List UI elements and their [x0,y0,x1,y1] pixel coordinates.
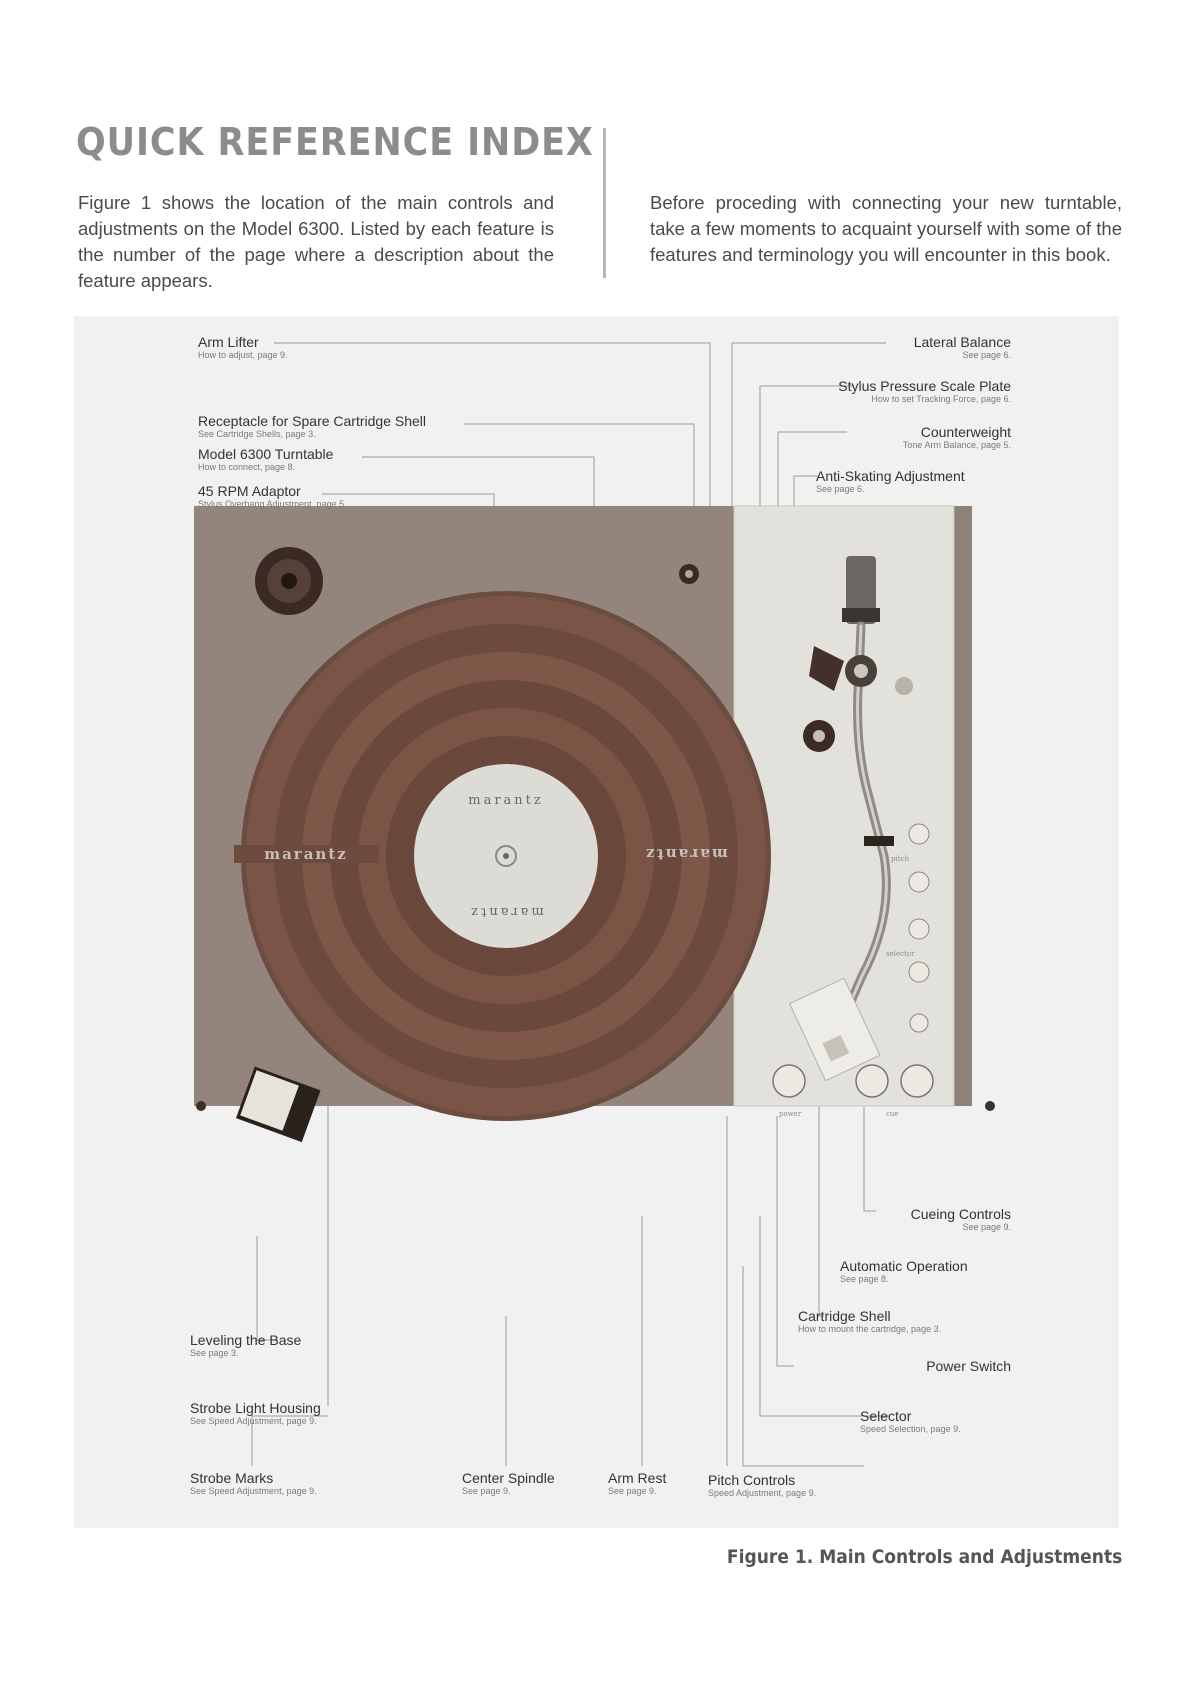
callout-anti-skating: Anti-Skating Adjustment See page 6. [816,468,965,495]
callout-strobe-light-housing: Strobe Light Housing See Speed Adjustmen… [190,1400,321,1427]
callout-lateral-balance: Lateral Balance See page 6. [914,334,1011,361]
callout-automatic-operation: Automatic Operation See page 8. [840,1258,968,1285]
intro-right-paragraph: Before proceding with connecting your ne… [650,190,1122,268]
callout-counterweight: Counterweight Tone Arm Balance, page 5. [903,424,1011,451]
label-brand-top: marantz [468,793,544,808]
label-brand-bottom: marantz [468,904,544,919]
callout-pitch-controls: Pitch Controls Speed Adjustment, page 9. [708,1472,816,1499]
leveling-screw [196,1101,206,1111]
brand-left: marantz [264,845,348,863]
callout-leveling-base: Leveling the Base See page 3. [190,1332,301,1359]
column-divider [603,128,606,278]
cue-panel-label: cue [886,1110,899,1118]
lateral-balance [895,677,913,695]
brand-right: marantz [644,845,728,863]
callout-receptacle: Receptacle for Spare Cartridge Shell See… [198,413,426,440]
cueing-control-right [901,1065,933,1097]
power-switch [773,1065,805,1097]
cueing-control-left [856,1065,888,1097]
page-title: QUICK REFERENCE INDEX [76,120,594,164]
callout-stylus-pressure: Stylus Pressure Scale Plate How to set T… [838,378,1011,405]
callout-cueing-controls: Cueing Controls See page 9. [911,1206,1011,1233]
callout-power-switch: Power Switch [926,1358,1011,1374]
figure-caption: Figure 1. Main Controls and Adjustments [727,1546,1122,1568]
selector-panel-label: selector [886,950,915,958]
callout-strobe-marks: Strobe Marks See Speed Adjustment, page … [190,1470,317,1497]
figure-panel: marantz marantz marantz marantz [74,316,1119,1528]
callout-arm-rest: Arm Rest See page 9. [608,1470,666,1497]
callout-arm-lifter: Arm Lifter How to adjust, page 9. [198,334,288,361]
callout-45-rpm-adaptor: 45 RPM Adaptor Stylus Overhang Adjustmen… [198,483,347,510]
power-panel-label: power [779,1110,802,1118]
callout-center-spindle: Center Spindle See page 9. [462,1470,555,1497]
callout-cartridge-shell: Cartridge Shell How to mount the cartrid… [798,1308,941,1335]
intro-left-paragraph: Figure 1 shows the location of the main … [78,190,554,294]
callout-selector: Selector Speed Selection, page 9. [860,1408,961,1435]
callout-model-6300: Model 6300 Turntable How to connect, pag… [198,446,333,473]
pitch-panel-label: pitch [891,855,909,863]
